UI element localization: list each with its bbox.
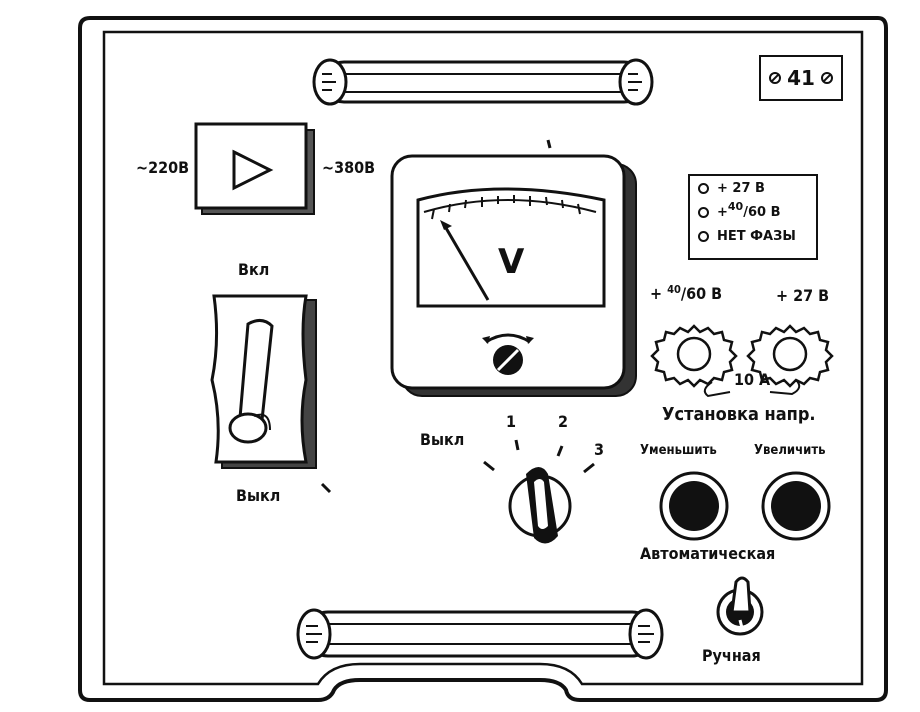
adjust-arc-icon xyxy=(485,333,531,344)
main-toggle-switch[interactable] xyxy=(210,294,317,469)
range-position-3: 3 xyxy=(594,440,605,459)
decrease-button[interactable] xyxy=(659,471,729,541)
panel-frame xyxy=(78,16,888,702)
scale-ticks xyxy=(431,195,581,220)
input-voltage-380-label: ~380В xyxy=(322,158,376,177)
bottom-handle xyxy=(296,608,664,660)
indicator-label-suffix: /60 В xyxy=(743,204,781,220)
meter-needle xyxy=(444,227,490,301)
indicator-label-prefix: + xyxy=(717,204,728,220)
voltage-setting-title: Установка напр. xyxy=(662,404,816,425)
fuse-left-sup: 40 xyxy=(667,283,681,296)
range-position-1: 1 xyxy=(506,412,517,431)
top-handle xyxy=(312,58,654,106)
voltmeter-unit-label: V xyxy=(498,242,525,282)
indicator-lamp-icon xyxy=(698,182,709,194)
screw-icon xyxy=(769,72,782,84)
indicator-label: НЕТ ФАЗЫ xyxy=(717,228,796,244)
increase-button[interactable] xyxy=(761,471,831,541)
indicator-row-40-60v: + 40 /60 В xyxy=(690,200,816,224)
fuse-left-label: + 40/60 В xyxy=(650,283,723,303)
indicator-lamp-icon xyxy=(698,206,709,218)
fuse-right-label: + 27 В xyxy=(776,286,830,305)
unit-number-plate: 41 xyxy=(759,55,843,101)
input-voltage-220-label: ~220В xyxy=(136,158,190,177)
voltmeter xyxy=(390,154,637,397)
fuse-holder-right[interactable] xyxy=(746,324,834,388)
indicator-row-27v: + 27 В xyxy=(690,176,816,200)
screw-icon xyxy=(820,72,833,84)
fuse-rating-label: 10 А xyxy=(734,370,771,389)
indicator-label: + 27 В xyxy=(717,180,765,196)
increase-label: Увеличить xyxy=(754,443,826,458)
fuse-left-prefix: + xyxy=(650,284,668,303)
indicator-label-sup: 40 xyxy=(727,199,744,213)
decrease-label: Уменьшить xyxy=(640,443,717,458)
transformer-block xyxy=(194,122,315,215)
unit-number: 41 xyxy=(787,66,815,90)
manual-mode-label: Ручная xyxy=(702,646,761,665)
auto-mode-label: Автоматическая xyxy=(640,544,776,563)
mode-toggle-switch[interactable] xyxy=(716,576,764,636)
triangle-symbol-icon xyxy=(232,149,274,191)
switch-on-label: Вкл xyxy=(238,260,270,279)
fuse-left-suffix: /60 В xyxy=(680,284,723,303)
range-position-2: 2 xyxy=(558,412,569,431)
fuse-holder-left[interactable] xyxy=(650,324,738,388)
indicator-row-no-phase: НЕТ ФАЗЫ xyxy=(690,224,816,248)
range-selector-knob[interactable] xyxy=(483,439,595,544)
indicator-lamp-icon xyxy=(698,230,709,242)
indicator-panel: + 27 В + 40 /60 В НЕТ ФАЗЫ xyxy=(688,174,818,260)
switch-off-label: Выкл xyxy=(236,486,281,505)
range-off-label: Выкл xyxy=(420,430,465,449)
